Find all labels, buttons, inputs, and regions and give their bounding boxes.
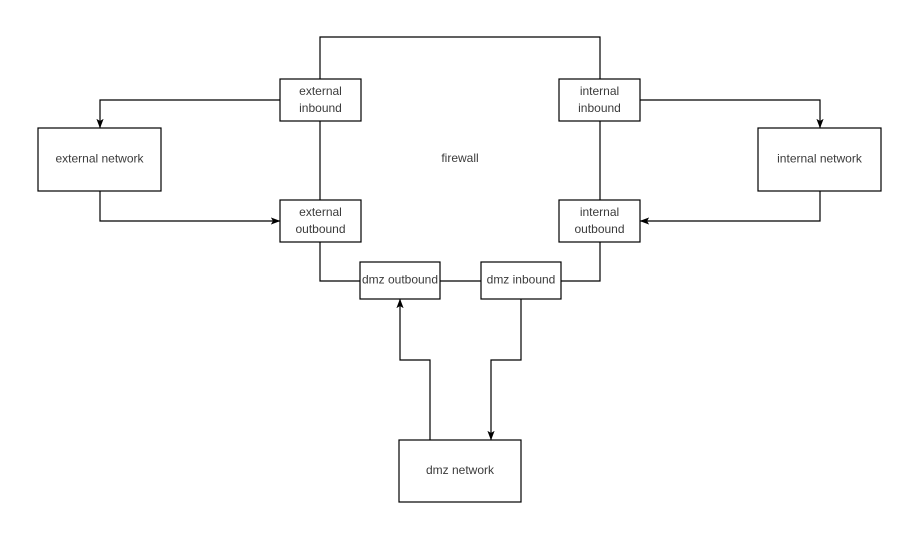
- zone-label-firewall: firewall: [441, 151, 478, 165]
- edge-external-outbound-to-dmz-outbound: [319, 242, 360, 282]
- edges-layer: [96, 36, 824, 441]
- node-label-dmz-outbound: dmz outbound: [362, 273, 438, 287]
- node-label-external-inbound-line2: inbound: [299, 101, 342, 115]
- edge-dmz-network-to-dmz-outbound: [396, 298, 431, 440]
- node-box-internal-outbound[interactable]: [558, 199, 641, 243]
- node-label-internal-outbound-line2: outbound: [574, 222, 624, 236]
- node-box-external-outbound[interactable]: [279, 199, 362, 243]
- node-box-internal-inbound[interactable]: [558, 78, 641, 122]
- edge-external-network-to-external-outbound: [99, 191, 281, 225]
- zone-labels-layer: firewall: [441, 151, 478, 165]
- node-external-inbound[interactable]: external inbound: [279, 78, 362, 122]
- node-label-external-network: external network: [55, 152, 144, 166]
- node-dmz-inbound[interactable]: dmz inbound: [480, 261, 562, 300]
- node-external-network[interactable]: external network: [37, 127, 162, 192]
- node-dmz-outbound[interactable]: dmz outbound: [359, 261, 441, 300]
- node-dmz-network[interactable]: dmz network: [398, 439, 522, 503]
- node-box-dmz-network[interactable]: [398, 439, 522, 503]
- edge-dmz-inbound-to-internal-outbound: [561, 242, 601, 282]
- node-box-external-network[interactable]: [37, 127, 162, 192]
- node-label-dmz-network: dmz network: [426, 463, 495, 477]
- node-label-external-outbound-line2: outbound: [295, 222, 345, 236]
- node-internal-network[interactable]: internal network: [757, 127, 882, 192]
- node-internal-outbound[interactable]: internal outbound: [558, 199, 641, 243]
- node-label-internal-inbound-line2: inbound: [578, 101, 621, 115]
- node-internal-inbound[interactable]: internal inbound: [558, 78, 641, 122]
- node-label-dmz-inbound: dmz inbound: [487, 273, 556, 287]
- node-box-internal-network[interactable]: [757, 127, 882, 192]
- edge-internal-inbound-to-internal-network: [640, 99, 824, 129]
- node-label-external-outbound: external: [299, 205, 342, 219]
- nodes-layer: external inbound internal inbound external n…: [37, 78, 882, 503]
- node-external-outbound[interactable]: external outbound: [279, 199, 362, 243]
- edge-external-inbound-to-external-network: [96, 99, 280, 129]
- edge-dmz-inbound-to-dmz-network: [487, 299, 522, 441]
- edge-internal-network-to-internal-outbound: [639, 191, 821, 225]
- node-label-external-inbound: external: [299, 84, 342, 98]
- node-label-internal-network: internal network: [777, 152, 863, 166]
- node-label-internal-outbound: internal: [580, 205, 619, 219]
- node-box-external-inbound[interactable]: [279, 78, 362, 122]
- edge-external-inbound-to-internal-inbound-top: [319, 36, 601, 79]
- node-box-dmz-inbound[interactable]: [480, 261, 562, 300]
- node-label-internal-inbound: internal: [580, 84, 619, 98]
- node-box-dmz-outbound[interactable]: [359, 261, 441, 300]
